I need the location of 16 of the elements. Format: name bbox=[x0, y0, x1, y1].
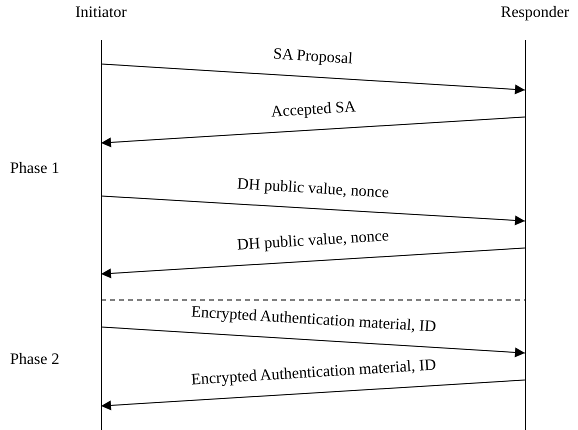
message-label: Accepted SA bbox=[270, 98, 356, 122]
phase-label: Phase 1 bbox=[10, 160, 60, 178]
message-arrow bbox=[100, 248, 526, 278]
message-arrow bbox=[100, 326, 526, 358]
message-label: DH public value, nonce bbox=[236, 227, 390, 255]
message-arrow bbox=[100, 116, 526, 148]
phase-label: Phase 2 bbox=[10, 351, 60, 369]
message-label: Encrypted Authentication material, ID bbox=[190, 356, 436, 390]
message-label: DH public value, nonce bbox=[236, 176, 390, 202]
message-arrow bbox=[100, 64, 526, 94]
message-label: SA Proposal bbox=[272, 46, 354, 68]
message-arrow bbox=[100, 380, 526, 410]
message-arrow bbox=[100, 196, 526, 226]
participant-label: Initiator bbox=[74, 4, 128, 22]
message-label: Encrypted Authentication material, ID bbox=[190, 304, 436, 336]
participant-label: Responder bbox=[500, 4, 570, 22]
